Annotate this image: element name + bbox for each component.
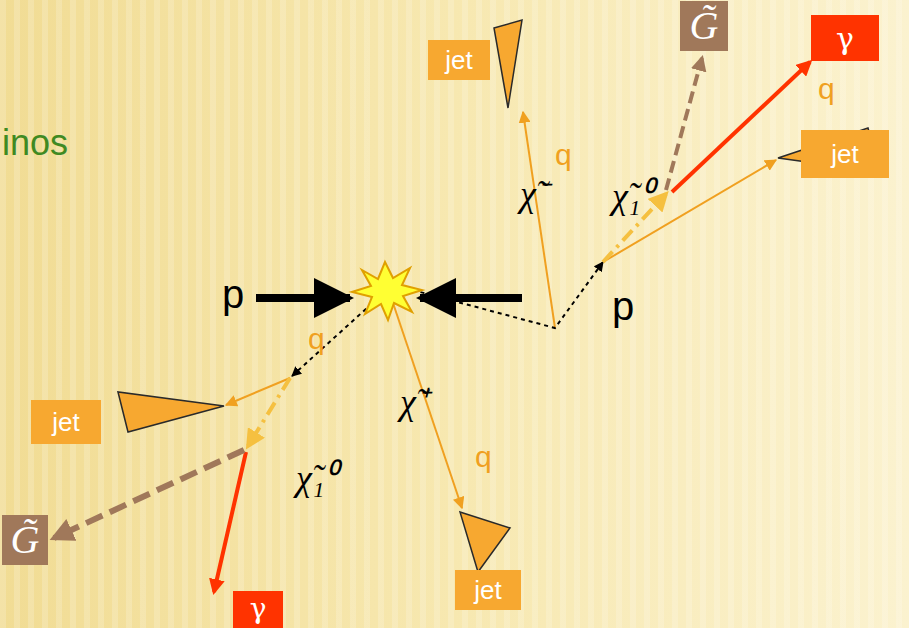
photon-box: γ	[811, 15, 879, 61]
jet-box: jet	[455, 570, 521, 610]
neutralino-label: χ̃₁⁰	[612, 170, 653, 219]
jet-box: jet	[31, 400, 101, 444]
quark-label: q	[818, 72, 835, 106]
box-text: γ	[836, 22, 854, 55]
quark-label: q	[555, 138, 572, 172]
neutralino-label: χ̃₁⁰	[296, 452, 337, 501]
chargino-line	[292, 298, 378, 376]
jet-cone	[118, 392, 224, 432]
chargino-label: χ̃⁻	[520, 168, 548, 217]
quark-line	[392, 300, 462, 508]
box-text: jet	[52, 408, 79, 437]
gravitino-arrow	[54, 450, 244, 538]
proton-beam	[420, 294, 522, 302]
box-text: jet	[474, 576, 501, 605]
quark-label: q	[308, 322, 325, 356]
gravitino-arrow	[666, 58, 702, 190]
gravitino-box: G̃	[2, 515, 48, 565]
box-text: jet	[831, 140, 858, 169]
chargino-label: χ̃⁺	[400, 376, 428, 425]
chargino-line	[405, 262, 603, 328]
proton-label: p	[222, 272, 244, 317]
photon-box: γ	[233, 591, 283, 628]
jet-box: jet	[428, 40, 490, 80]
box-text: G̃	[690, 4, 719, 48]
neutralino-line	[248, 378, 290, 446]
box-text: γ	[250, 594, 267, 625]
proton-beam	[256, 294, 350, 302]
heading-fragment: inos	[2, 122, 68, 164]
quark-line	[226, 378, 290, 405]
box-text: G̃	[11, 518, 40, 562]
quark-line	[523, 112, 555, 328]
jet-cone	[460, 512, 510, 572]
quark-label: q	[475, 440, 492, 474]
gravitino-box: G̃	[680, 1, 728, 51]
photon-arrow	[214, 452, 246, 592]
photon-arrow	[672, 62, 810, 192]
jet-box: jet	[801, 130, 889, 178]
collision-star	[352, 262, 422, 320]
proton-label: p	[612, 284, 634, 329]
jet-cone	[494, 20, 522, 108]
box-text: jet	[445, 46, 472, 75]
